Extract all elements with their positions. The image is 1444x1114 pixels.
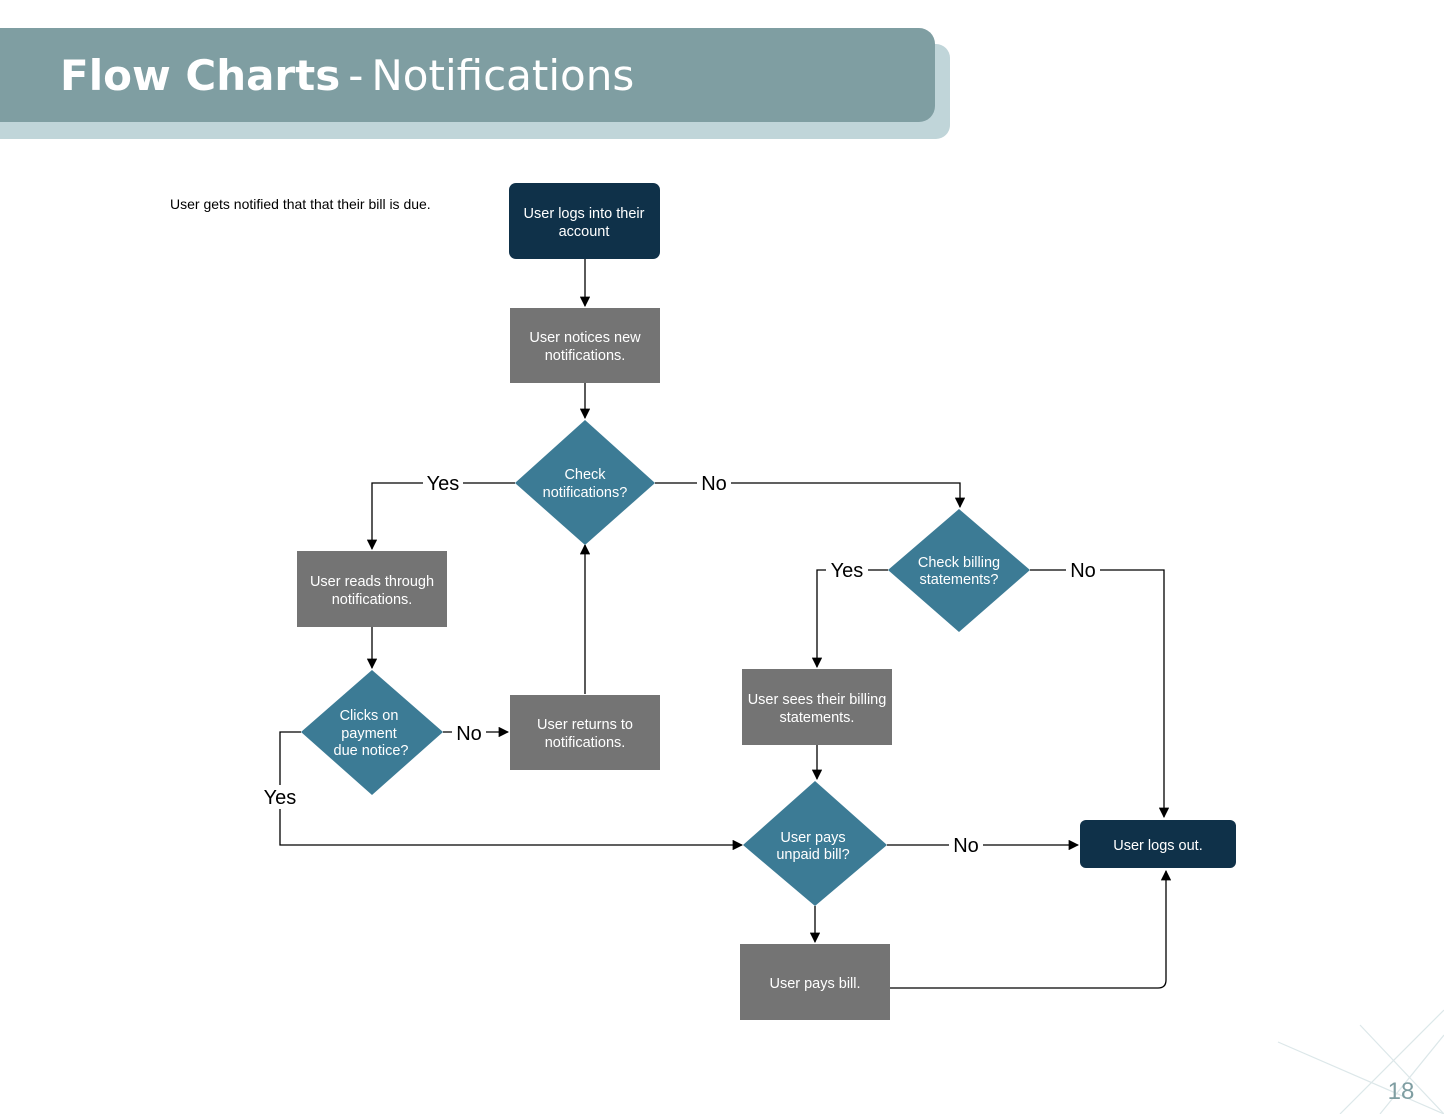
node-sees-billing xyxy=(742,669,892,745)
node-sees-billing-line-2: statements. xyxy=(780,710,855,726)
edge-billing-no xyxy=(1030,569,1170,819)
node-sees-billing-line-1: User sees their billing xyxy=(748,692,887,708)
node-logout xyxy=(1080,820,1236,868)
node-login-line-1: User logs into their xyxy=(524,206,645,222)
node-pays-unpaid-line-2: unpaid bill? xyxy=(776,847,849,863)
page-title-strong: Flow Charts xyxy=(60,51,341,100)
edge-check-yes xyxy=(366,482,515,551)
node-clicks-line-3: due notice? xyxy=(334,743,409,759)
node-clicks-payment xyxy=(301,670,443,795)
page-title-light: Notifications xyxy=(371,51,635,100)
node-pays-unpaid xyxy=(743,781,887,906)
page-title-separator: - xyxy=(348,51,364,100)
node-pays-bill xyxy=(740,944,890,1020)
node-returns-line-1: User returns to xyxy=(537,717,633,733)
node-login xyxy=(509,183,660,259)
label-clicks-yes: Yes xyxy=(264,787,297,809)
edge-paysbill-logout xyxy=(890,869,1172,989)
node-check-notifications xyxy=(515,420,655,545)
node-clicks-line-2: payment xyxy=(341,726,397,742)
title-banner xyxy=(0,28,935,122)
node-check-billing xyxy=(888,509,1030,632)
node-reads xyxy=(297,551,447,627)
label-pays-no: No xyxy=(953,835,979,857)
node-pays-unpaid-line-1: User pays xyxy=(780,830,845,846)
label-check-yes: Yes xyxy=(427,473,460,495)
node-clicks-line-1: Clicks on xyxy=(340,708,399,724)
node-check-billing-line-1: Check billing xyxy=(918,555,1000,571)
node-notice xyxy=(510,308,660,383)
node-returns xyxy=(510,695,660,770)
corner-decoration xyxy=(1277,1009,1444,1114)
node-reads-line-2: notifications. xyxy=(332,592,413,608)
intro-note: User gets notified that that their bill … xyxy=(170,196,431,212)
edge-billing-yes xyxy=(811,569,888,669)
node-notice-line-2: notifications. xyxy=(545,348,626,364)
edge-check-no xyxy=(655,482,966,509)
node-logout-label: User logs out. xyxy=(1113,838,1202,854)
label-check-no: No xyxy=(701,473,727,495)
node-pays-bill-label: User pays bill. xyxy=(769,976,860,992)
node-notice-line-1: User notices new xyxy=(529,330,641,346)
node-check-notifications-line-1: Check xyxy=(564,467,606,483)
label-clicks-no: No xyxy=(456,723,482,745)
page-number: 18 xyxy=(1387,1078,1415,1105)
node-check-notifications-line-2: notifications? xyxy=(543,485,628,501)
page-title: Flow Charts-Notifications xyxy=(60,46,634,106)
label-billing-no: No xyxy=(1070,560,1096,582)
label-billing-yes: Yes xyxy=(831,560,864,582)
node-returns-line-2: notifications. xyxy=(545,735,626,751)
node-login-line-2: account xyxy=(559,224,610,240)
node-reads-line-1: User reads through xyxy=(310,574,434,590)
node-check-billing-line-2: statements? xyxy=(920,572,999,588)
